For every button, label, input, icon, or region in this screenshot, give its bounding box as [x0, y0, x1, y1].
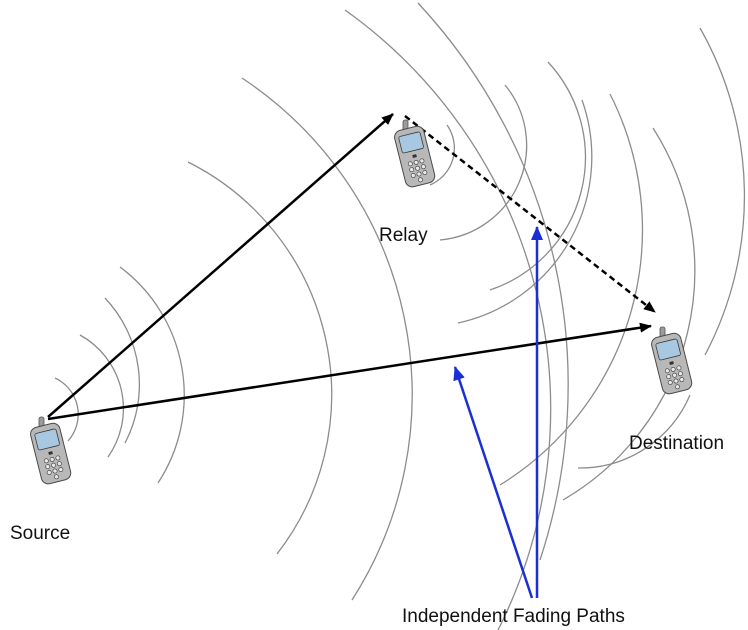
wave-arc	[699, 27, 746, 356]
source-phone-icon	[28, 416, 73, 486]
wave-arc	[562, 127, 696, 501]
destination-label: Destination	[629, 433, 725, 454]
source-to-relay-arrow	[47, 113, 394, 418]
wave-arc	[457, 99, 593, 324]
destination-wave-arcs	[499, 27, 746, 501]
relay-to-destination-arrow	[404, 115, 656, 313]
wave-arc	[187, 161, 333, 555]
wave-arc	[577, 394, 691, 469]
wave-arc	[489, 61, 587, 291]
wave-arc	[429, 124, 456, 186]
wave-arc	[499, 93, 644, 486]
fading-paths-label: Independent Fading Paths	[402, 606, 625, 627]
wave-arc	[54, 377, 79, 442]
relay-phone-icon	[392, 119, 437, 189]
wave-arc	[119, 266, 185, 484]
wave-arc	[417, 2, 569, 561]
source-wave-arcs	[54, 2, 569, 630]
wave-arc	[344, 9, 552, 630]
relay-label: Relay	[379, 225, 428, 246]
wave-arc	[79, 334, 125, 458]
source-label: Source	[10, 523, 71, 544]
wave-arc	[104, 297, 140, 444]
fading-pointer-arrow	[453, 366, 534, 599]
wave-arc	[439, 84, 528, 241]
relay-wave-arcs	[429, 61, 593, 324]
source-to-destination-arrow	[47, 322, 652, 421]
wave-arc	[241, 77, 413, 601]
